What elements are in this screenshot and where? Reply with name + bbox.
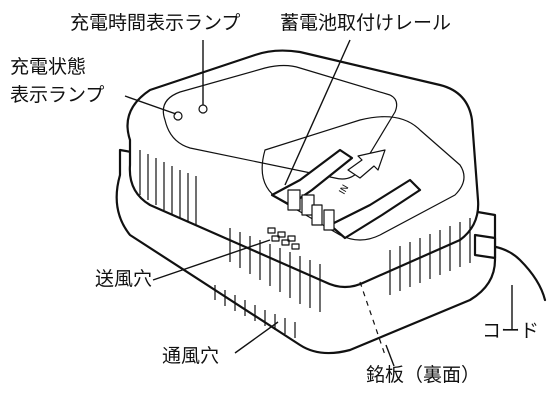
label-battery-rail: 蓄電池取付けレール	[280, 12, 452, 34]
top-grid-holes	[267, 227, 300, 250]
leader-air-holes	[152, 239, 271, 281]
rail-right	[328, 178, 422, 240]
label-bottom-vents: 通風穴	[162, 345, 220, 367]
side-vents-right	[389, 218, 471, 295]
leader-battery-rail	[284, 39, 351, 186]
terminal-4	[323, 209, 335, 231]
leader-charge-status-lamp	[124, 95, 177, 115]
charge-time-lamp	[198, 104, 208, 114]
label-air-holes: 送風穴	[95, 268, 153, 290]
label-charge-time-lamp: 充電時間表示ランプ	[70, 12, 241, 34]
in-arrow-icon	[347, 149, 386, 179]
leader-bottom-vents	[234, 321, 279, 354]
nameplate-dashed-line	[359, 281, 386, 356]
side-vents-left	[139, 150, 197, 226]
front-air-holes	[229, 228, 321, 312]
in-mark: IN	[338, 183, 351, 196]
cord-strain-relief	[473, 233, 497, 260]
label-nameplate: 銘板（裏面）	[366, 364, 481, 386]
bottom-vents	[214, 285, 296, 338]
label-cord: コード	[482, 320, 540, 342]
leader-nameplate	[385, 344, 395, 367]
rail-recess	[261, 116, 465, 241]
terminal-1	[287, 189, 301, 211]
label-charge-status-lamp-line1: 充電状態	[10, 56, 87, 78]
terminal-3	[311, 204, 323, 226]
label-charge-status-lamp-line2: 表示ランプ	[10, 84, 105, 106]
